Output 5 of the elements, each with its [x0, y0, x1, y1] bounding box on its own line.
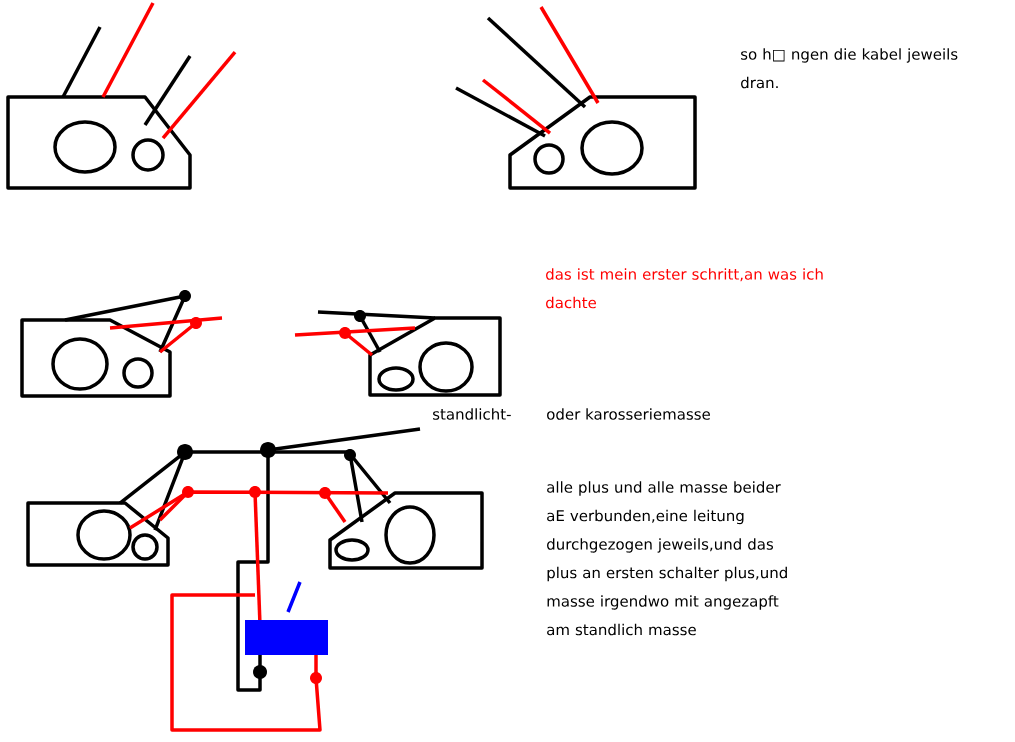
- handwritten-note: oder karosseriemasse: [547, 408, 710, 420]
- handwritten-note: standlicht-: [433, 408, 511, 420]
- handwritten-note: so h□ ngen die kabel jeweils dran.: [741, 48, 958, 89]
- handwritten-note: alle plus und alle masse beider aE verbunden,eine leitung durchgezogen jeweils,und das plus an ersten schalter plus,und masse irgendwo mit angezapft am standlich masse: [547, 481, 787, 636]
- handwritten-note: das ist mein erster schritt,an was ich dachte: [546, 268, 823, 309]
